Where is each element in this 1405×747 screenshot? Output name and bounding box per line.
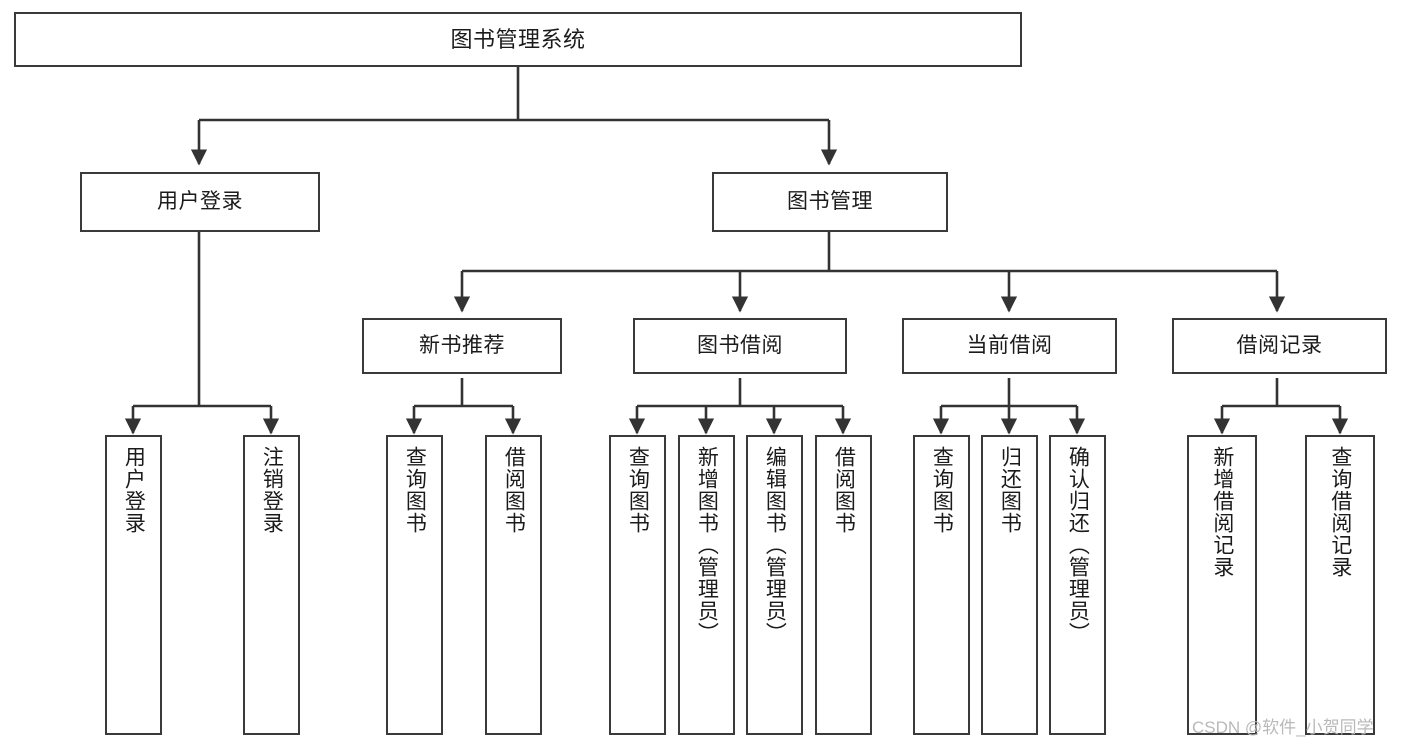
node-label: 确认归还（管理员） <box>1066 446 1090 644</box>
node-root-system[interactable]: 图书管理系统 <box>14 12 1022 67</box>
node-label: 注销登录 <box>260 446 284 534</box>
leaf-borrow-book-recommend[interactable]: 借阅图书 <box>485 435 542 735</box>
node-label: 当前借阅 <box>966 333 1053 357</box>
leaf-add-borrow-record[interactable]: 新增借阅记录 <box>1187 435 1257 735</box>
node-book-borrow[interactable]: 图书借阅 <box>633 318 847 374</box>
leaf-query-book-borrow[interactable]: 查询图书 <box>609 435 666 735</box>
node-label: 查询图书 <box>626 446 650 534</box>
node-label: 用户登录 <box>122 446 146 534</box>
node-label: 借阅图书 <box>502 446 526 534</box>
node-label: 查询图书 <box>403 446 427 534</box>
node-new-book-recommend[interactable]: 新书推荐 <box>362 318 562 374</box>
node-book-management[interactable]: 图书管理 <box>712 172 948 232</box>
node-label: 编辑图书（管理员） <box>763 446 787 644</box>
leaf-borrow-book[interactable]: 借阅图书 <box>815 435 872 735</box>
leaf-user-logout[interactable]: 注销登录 <box>243 435 300 735</box>
node-label: 图书管理 <box>787 189 873 213</box>
node-label: 图书管理系统 <box>450 26 586 52</box>
leaf-edit-book-admin[interactable]: 编辑图书（管理员） <box>746 435 803 735</box>
csdn-watermark: CSDN @软件_小贺同学 <box>1192 718 1374 737</box>
leaf-return-book[interactable]: 归还图书 <box>981 435 1038 735</box>
node-label: 借阅图书 <box>832 446 856 534</box>
node-label: 新增图书（管理员） <box>695 446 719 644</box>
node-label: 用户登录 <box>157 189 243 213</box>
leaf-query-borrow-record[interactable]: 查询借阅记录 <box>1305 435 1375 735</box>
node-current-borrow[interactable]: 当前借阅 <box>902 318 1117 374</box>
leaf-confirm-return-admin[interactable]: 确认归还（管理员） <box>1049 435 1106 735</box>
node-label: 新书推荐 <box>419 333 505 357</box>
node-label: 新增借阅记录 <box>1210 446 1234 578</box>
node-label: 查询图书 <box>930 446 954 534</box>
node-label: 归还图书 <box>998 446 1022 534</box>
leaf-user-login[interactable]: 用户登录 <box>105 435 162 735</box>
node-label: 查询借阅记录 <box>1328 446 1352 578</box>
leaf-query-book-recommend[interactable]: 查询图书 <box>386 435 443 735</box>
node-label: 图书借阅 <box>697 333 783 357</box>
node-label: 借阅记录 <box>1236 333 1323 357</box>
node-user-login[interactable]: 用户登录 <box>80 172 320 232</box>
leaf-query-book-current[interactable]: 查询图书 <box>913 435 970 735</box>
node-borrow-record[interactable]: 借阅记录 <box>1172 318 1387 374</box>
leaf-add-book-admin[interactable]: 新增图书（管理员） <box>678 435 735 735</box>
